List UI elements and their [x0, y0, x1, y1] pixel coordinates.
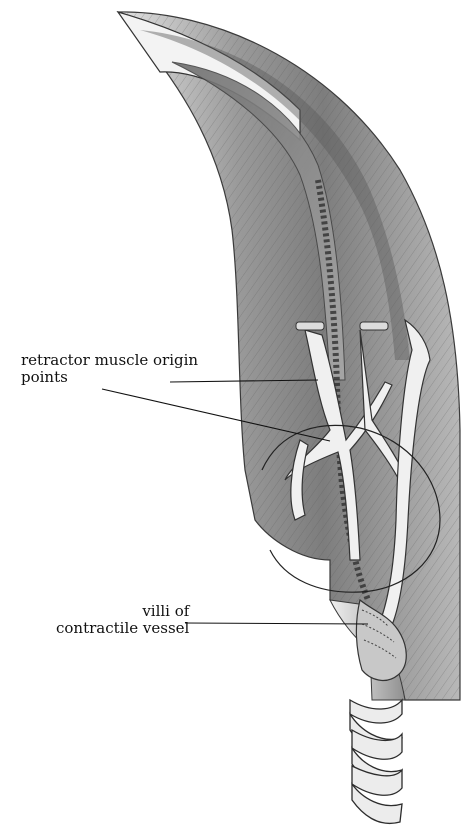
retractor-label-line-2: points — [21, 369, 198, 386]
twisted-stalk — [350, 700, 402, 823]
villi-label: villi of contractile vessel — [56, 603, 189, 637]
retractor-muscle-label: retractor muscle origin points — [21, 352, 198, 386]
villi-label-line-2: contractile vessel — [56, 620, 189, 637]
leader-line-villi — [185, 623, 368, 624]
villi-label-line-1: villi of — [56, 603, 189, 620]
retractor-label-line-1: retractor muscle origin — [21, 352, 198, 369]
